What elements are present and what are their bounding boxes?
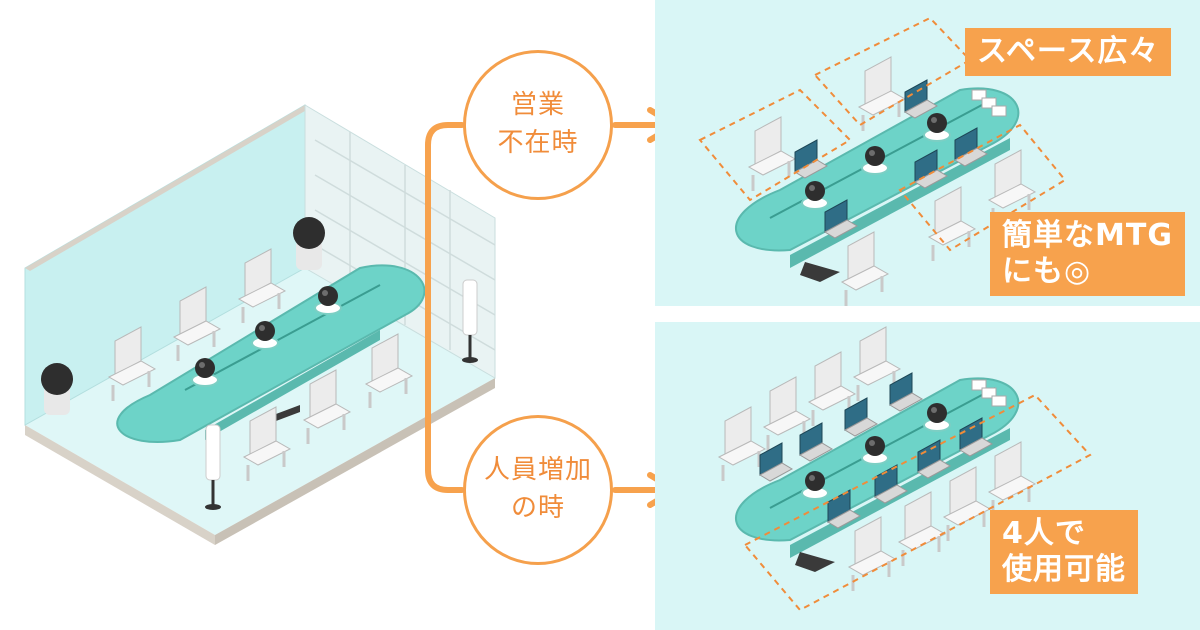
speaker-stand	[462, 279, 478, 363]
branch-label-line: 営業	[510, 90, 565, 121]
capacity-note-line: 4人で	[1002, 516, 1086, 551]
wall-top-edge	[25, 105, 310, 271]
usage-zone-outline	[743, 393, 1092, 612]
mtg-note-line: 簡単なMTG	[1002, 218, 1173, 253]
mtg-note-line: にも◎	[1002, 254, 1092, 289]
capacity-note-tag: 4人で 使用可能	[990, 510, 1138, 594]
glass-wall-back	[304, 104, 496, 379]
documents	[971, 379, 1007, 407]
capacity-note-line: 使用可能	[1002, 552, 1126, 587]
branch-label-increase: 人員増加 の時	[463, 415, 613, 565]
speaker-stand	[205, 424, 221, 510]
space-tag-text: スペース広々	[977, 34, 1160, 69]
meeting-room	[24, 104, 496, 545]
branch-label-line: 人員増加	[483, 455, 592, 486]
branch-label-line: の時	[510, 493, 565, 523]
mtg-note-tag: 簡単なMTG にも◎	[990, 212, 1185, 296]
documents	[971, 89, 1007, 117]
usage-zone-outline	[698, 16, 1067, 252]
robot	[293, 217, 325, 270]
robot	[41, 363, 73, 415]
room-base-left	[25, 425, 215, 545]
space-tag: スペース広々	[965, 28, 1172, 76]
meeting-table	[116, 264, 426, 443]
branch-label-line: 不在時	[497, 128, 579, 158]
branch-label-absent: 営業 不在時	[463, 50, 613, 200]
